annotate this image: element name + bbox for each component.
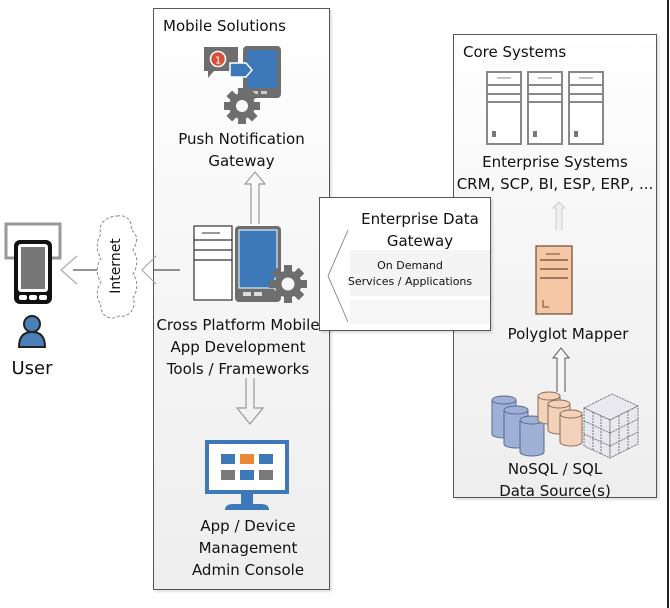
arrow-mapper-to-enterprise xyxy=(551,201,567,230)
on-demand-line1: On Demand xyxy=(377,259,443,272)
polyglot-mapper-label: Polyglot Mapper xyxy=(507,325,629,343)
enterprise-gateway-line2: Gateway xyxy=(386,232,454,250)
cross-platform-line2: App Development xyxy=(170,338,306,356)
tablet-icon xyxy=(235,226,281,302)
internet-label: Internet xyxy=(108,238,124,294)
data-sources-line2: Data Source(s) xyxy=(499,482,611,500)
enterprise-gateway-label: Enterprise Data Gateway xyxy=(335,208,505,252)
push-gateway-line2: Gateway xyxy=(208,152,275,170)
nosql-database-icon xyxy=(491,395,545,457)
arrow-internet-to-user xyxy=(60,255,101,285)
on-demand-line2: Services / Applications xyxy=(347,275,473,288)
admin-console-monitor-icon xyxy=(205,440,289,510)
admin-console-line3: Admin Console xyxy=(191,561,305,579)
arrow-crossplatform-to-internet xyxy=(141,255,180,285)
polyglot-mapper-icon xyxy=(535,245,573,315)
user-device-icon xyxy=(4,222,62,304)
arrow-to-push-gateway xyxy=(243,171,267,224)
notification-badge: 1 xyxy=(215,56,221,67)
admin-console-line1: App / Device xyxy=(200,517,296,535)
enterprise-servers-icon xyxy=(486,71,604,145)
image-border xyxy=(667,0,669,608)
gear-icon xyxy=(224,88,260,124)
arrow-datasource-to-mapper xyxy=(551,347,571,392)
gateway-arrow-shape xyxy=(327,229,490,324)
on-demand-services-label: On Demand Services / Applications xyxy=(340,258,480,290)
admin-console-label: App / Device Management Admin Console xyxy=(153,515,343,581)
admin-console-line2: Management xyxy=(198,539,298,557)
gear-icon xyxy=(269,265,307,303)
push-notification-icon: 1 xyxy=(204,46,281,124)
cross-platform-line3: Tools / Frameworks xyxy=(166,360,310,378)
push-arrow-icon xyxy=(229,62,253,78)
user-avatar-icon xyxy=(17,315,47,348)
push-gateway-line1: Push Notification xyxy=(178,130,305,148)
enterprise-systems-label: Enterprise Systems CRM, SCP, BI, ESP, ER… xyxy=(453,151,657,195)
sql-database-icon xyxy=(537,391,583,447)
data-sources-line1: NoSQL / SQL xyxy=(507,460,603,478)
push-gateway-label: Push Notification Gateway xyxy=(153,128,330,172)
data-cube-icon xyxy=(582,393,640,459)
user-label: User xyxy=(11,358,53,379)
server-tower-icon xyxy=(193,225,233,301)
enterprise-systems-line1: Enterprise Systems xyxy=(482,153,628,171)
cross-platform-label: Cross Platform Mobile App Development To… xyxy=(150,314,326,380)
smartphone-icon xyxy=(14,240,52,304)
enterprise-systems-line2: CRM, SCP, BI, ESP, ERP, ... xyxy=(456,175,654,193)
arrow-to-admin-console xyxy=(235,378,265,425)
cross-platform-line1: Cross Platform Mobile xyxy=(156,316,320,334)
cross-platform-icon xyxy=(193,225,307,303)
mobile-solutions-title: Mobile Solutions xyxy=(163,17,286,35)
enterprise-gateway-line1: Enterprise Data xyxy=(361,210,479,228)
smartphone-icon xyxy=(243,46,281,98)
data-sources-label: NoSQL / SQL Data Source(s) xyxy=(453,458,657,502)
core-systems-title: Core Systems xyxy=(463,43,567,61)
data-sources-icon xyxy=(491,391,640,459)
internet-cloud-icon xyxy=(96,215,138,319)
